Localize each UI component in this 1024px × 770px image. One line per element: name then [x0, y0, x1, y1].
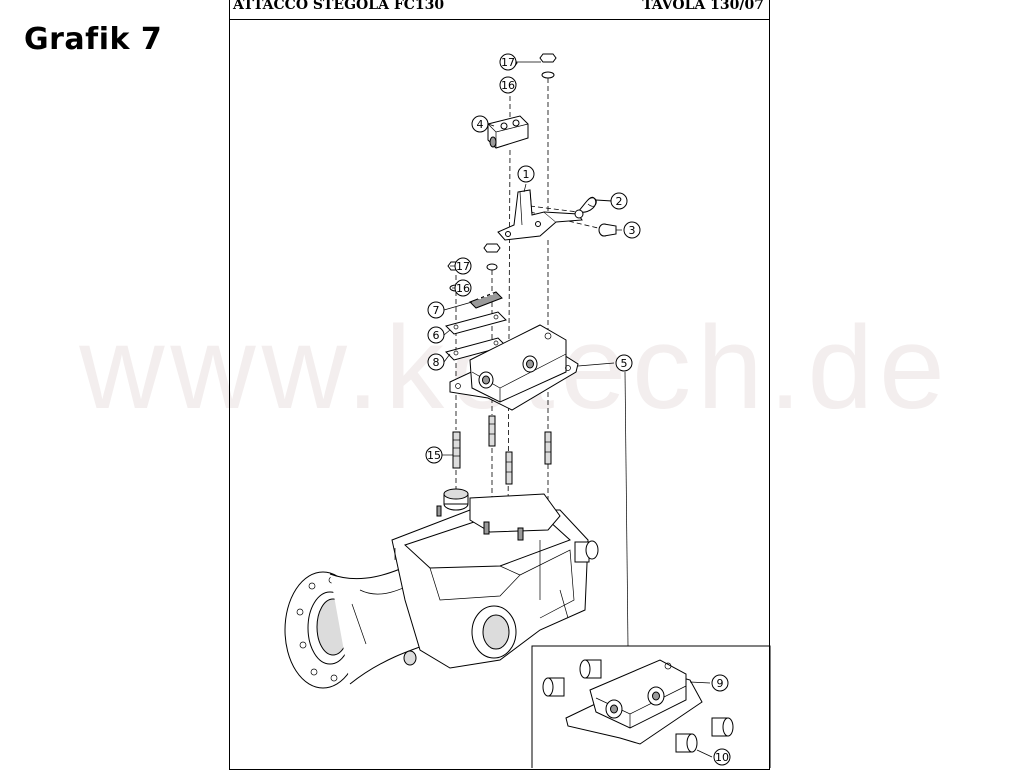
callout-5: 5 — [615, 354, 633, 372]
callout-circle — [471, 115, 489, 133]
bracket-part-1 — [497, 189, 583, 241]
callout-number: 16 — [501, 79, 515, 92]
callout-17: 17 — [454, 257, 472, 275]
gearbox-housing — [284, 488, 599, 689]
callout-4: 4 — [471, 115, 489, 133]
nut-right-lower — [483, 243, 501, 271]
inset-support-block-part-9 — [565, 659, 711, 745]
callout-17: 17 — [499, 53, 517, 71]
callout-number: 9 — [717, 677, 724, 690]
drawing-sheet-header: ATTACCO STEGOLA FC130 TAVOLA 130/07 — [229, 0, 770, 20]
support-block-part-5 — [449, 324, 615, 411]
callout-circle — [713, 748, 731, 766]
callout-number: 17 — [456, 260, 470, 273]
callout-2: 2 — [610, 192, 628, 210]
callout-number: 3 — [629, 224, 636, 237]
studs-part-15 — [452, 415, 552, 485]
callout-number: 15 — [427, 449, 441, 462]
callout-number: 16 — [456, 282, 470, 295]
pin-part-3 — [598, 223, 622, 237]
callout-number: 4 — [477, 118, 484, 131]
callout-circle — [427, 301, 445, 319]
callout-circle — [427, 353, 445, 371]
spring-part-2 — [574, 196, 613, 219]
callout-circle — [425, 446, 443, 464]
callout-number: 6 — [433, 329, 440, 342]
callout-number: 8 — [433, 356, 440, 369]
callout-16: 16 — [499, 76, 517, 94]
callout-bubbles: 17 16 4 1 2 3 17 16 7 6 8 5 15 9 10 — [425, 53, 731, 766]
callout-number: 1 — [523, 168, 530, 181]
top-nut-right — [539, 53, 557, 79]
page-label: Grafik 7 — [24, 22, 163, 57]
callout-circle — [517, 165, 535, 183]
callout-9: 9 — [711, 674, 729, 692]
sheet-plate-number: TAVOLA 130/07 — [642, 0, 764, 13]
callout-circle — [711, 674, 729, 692]
callout-3: 3 — [623, 221, 641, 239]
callout-number: 17 — [501, 56, 515, 69]
callout-7: 7 — [427, 301, 445, 319]
callout-circle — [499, 76, 517, 94]
callout-circle — [454, 257, 472, 275]
callout-8: 8 — [427, 353, 445, 371]
callout-circle — [610, 192, 628, 210]
callout-circle — [615, 354, 633, 372]
callout-circle — [454, 279, 472, 297]
callout-circle — [623, 221, 641, 239]
callout-number: 5 — [621, 357, 628, 370]
callout-15: 15 — [425, 446, 443, 464]
sheet-title: ATTACCO STEGOLA FC130 — [233, 0, 445, 13]
callout-number: 2 — [616, 195, 623, 208]
callout-6: 6 — [427, 326, 445, 344]
inset-detail-frame — [531, 371, 771, 768]
callout-16: 16 — [454, 279, 472, 297]
callout-circle — [499, 53, 517, 71]
callout-circle — [427, 326, 445, 344]
callout-10: 10 — [713, 748, 731, 766]
clamp-part-4 — [487, 115, 529, 149]
callout-number: 7 — [433, 304, 440, 317]
gasket-part-6 — [445, 311, 507, 335]
callout-1: 1 — [517, 165, 535, 183]
inset-bushings-part-10 — [542, 659, 734, 758]
callout-number: 10 — [715, 751, 729, 764]
label-plate-part-7 — [469, 291, 503, 309]
